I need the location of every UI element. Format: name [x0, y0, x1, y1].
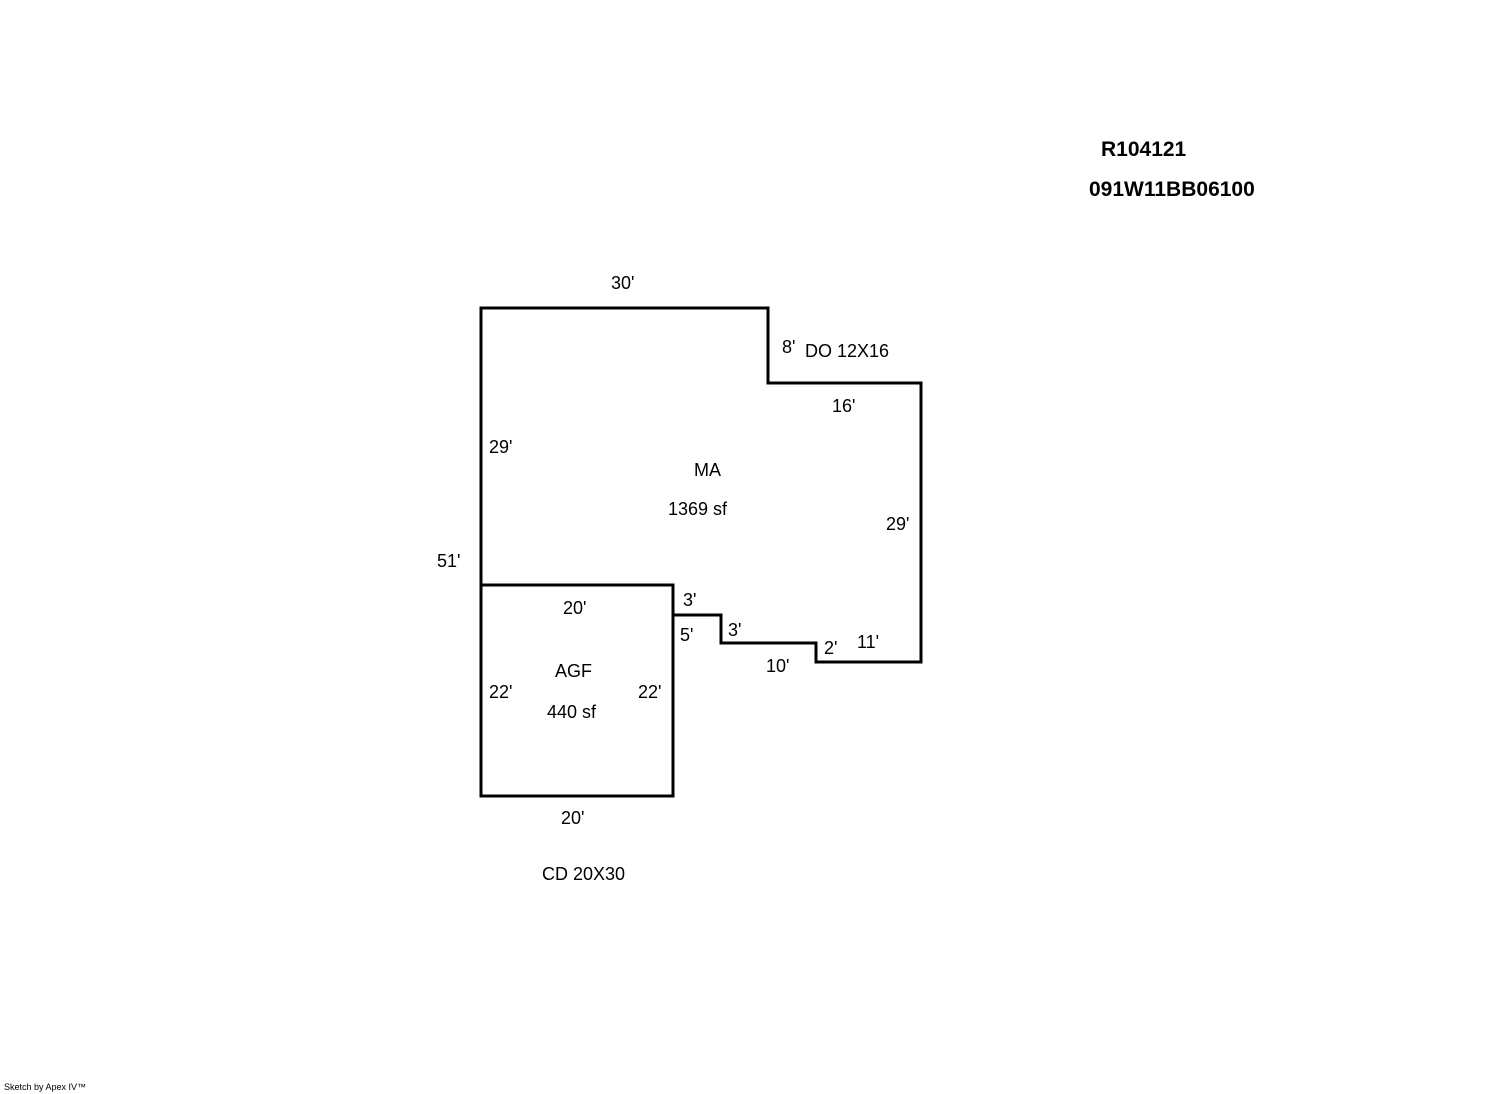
parcel-id: 091W11BB06100 — [1089, 178, 1255, 201]
dim-notch-top: 3' — [683, 590, 697, 610]
garage-outline — [479, 583, 675, 798]
main-area-outline — [479, 306, 923, 664]
record-id: R104121 — [1101, 138, 1187, 161]
main-area-code: MA — [694, 460, 721, 480]
note-dormer: DO 12X16 — [805, 341, 890, 361]
dim-main-left-upper: 29' — [489, 437, 513, 457]
dim-notch-right: 3' — [728, 620, 742, 640]
dim-garage-top: 20' — [563, 598, 587, 618]
dim-main-right: 29' — [886, 514, 910, 534]
garage-area-size: 440 sf — [547, 702, 597, 722]
dim-lower-right-run: 11' — [857, 632, 880, 652]
dim-small-step: 2' — [824, 638, 838, 658]
dim-main-step-top: 16' — [832, 396, 856, 416]
dim-main-top: 30' — [611, 273, 635, 293]
dim-main-step-right: 8' — [782, 337, 796, 357]
note-deck: CD 20X30 — [542, 864, 626, 884]
main-area-size: 1369 sf — [668, 499, 728, 519]
dim-garage-right: 22' — [638, 682, 662, 702]
dim-garage-left: 22' — [489, 682, 513, 702]
sketch-credit: Sketch by Apex IV™ — [4, 1082, 87, 1092]
dim-lower-run: 10' — [766, 656, 790, 676]
dim-overall-left: 51' — [437, 551, 461, 571]
dim-garage-bottom: 20' — [561, 808, 585, 828]
garage-area-code: AGF — [555, 661, 593, 681]
dim-notch-left: 5' — [680, 625, 694, 645]
